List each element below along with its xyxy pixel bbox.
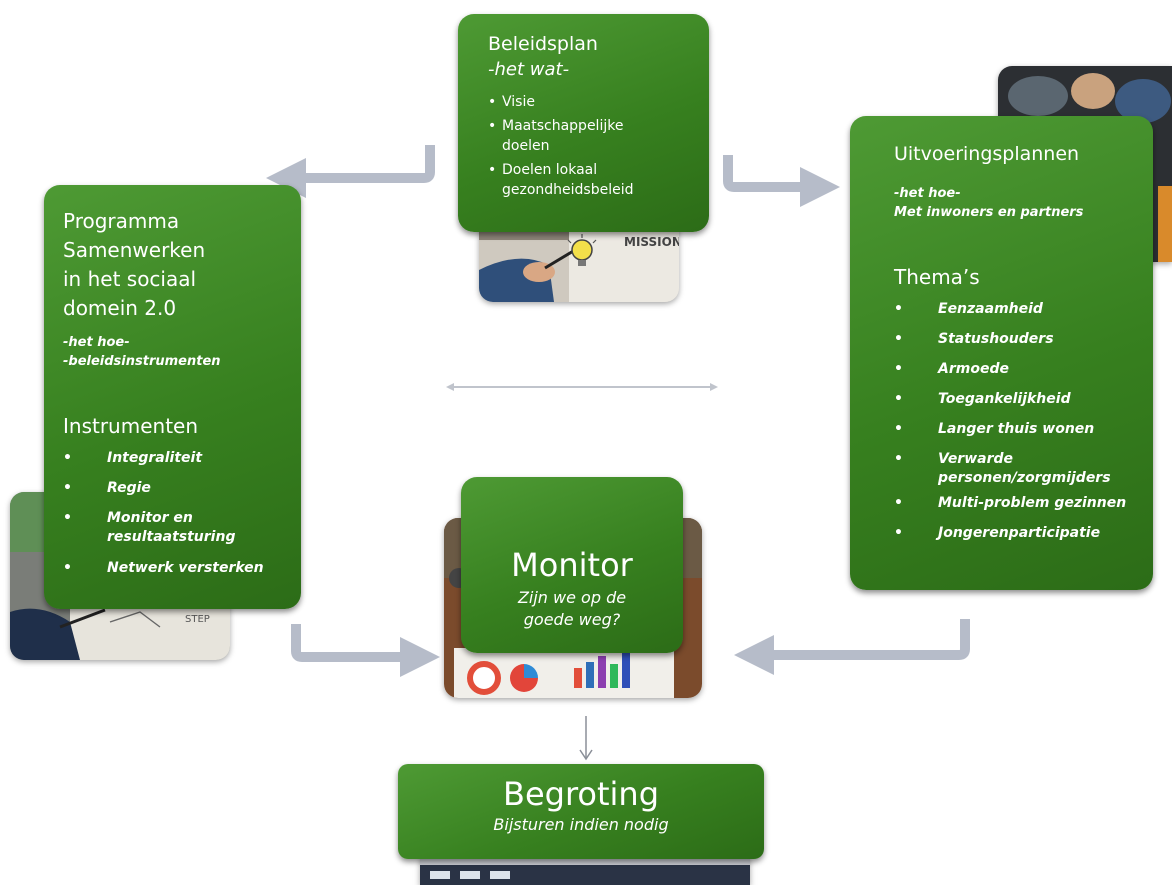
programma-title-line: Samenwerken [63,238,206,262]
list-item: •Visie [488,94,535,110]
instrumenten-heading: Instrumenten [63,414,199,438]
monitor-title: Monitor [511,546,633,584]
begroting-title: Begroting [502,775,659,813]
thema-label: Eenzaamheid [938,301,1043,317]
beleidsplan-item-label: Visie [502,94,535,110]
uitvoering-sub-line: Met inwoners en partners [894,205,1084,220]
thema-label: Statushouders [938,331,1054,347]
themas-list: •Eenzaamheid •Statushouders •Armoede •To… [894,300,1145,554]
monitor-subtitle: Zijn we op de goede weg? [461,587,683,631]
list-item: •Armoede [894,361,1009,377]
arrow-monitor-to-begroting-head [579,749,593,761]
instrument-label: Monitor en resultaatsturing [107,510,236,545]
list-item: •Doelen lokaal gezondheidsbeleid [488,162,634,198]
programma-subtitle: -het hoe- -beleidsinstrumenten [63,333,289,371]
instrument-label: Regie [107,480,151,496]
list-item: •Integraliteit [63,450,203,466]
monitor-box: Monitor Zijn we op de goede weg? [461,477,683,653]
beleidsplan-item-label: Maatschappelijke doelen [502,118,624,154]
thema-label: Verwarde personen/zorgmijders [938,451,1111,486]
begroting-photo [420,855,750,885]
programma-sub-line: -het hoe- [63,335,130,350]
programma-title-line: Programma [63,209,180,233]
uitvoering-box: Uitvoeringsplannen -het hoe- Met inwoner… [850,116,1153,590]
uitvoering-title: Uitvoeringsplannen [894,143,1080,165]
beleidsplan-box: Beleidsplan -het wat- •Visie •Maatschapp… [458,14,709,232]
thema-label: Armoede [938,361,1009,377]
monitor-sub-line: goede weg? [523,610,621,629]
list-item: •Langer thuis wonen [894,421,1095,437]
step-photo-text: STEP [185,614,210,625]
arrow-beleid-to-programma [266,145,435,198]
list-item: •Statushouders [894,331,1054,347]
instrument-label: Netwerk versterken [107,560,264,576]
programma-box: Programma Samenwerken in het sociaal dom… [44,185,301,609]
instrumenten-list: •Integraliteit •Regie •Monitor en result… [63,449,289,578]
list-item: •Jongerenparticipatie [894,525,1101,541]
thema-label: Multi-problem gezinnen [938,495,1127,511]
begroting-box: Begroting Bijsturen indien nodig [398,764,764,859]
list-item: •Eenzaamheid [894,301,1043,317]
uitvoering-subtitle: -het hoe- Met inwoners en partners [894,184,1145,222]
uitvoering-sub-line: -het hoe- [894,186,961,201]
programma-title: Programma Samenwerken in het sociaal dom… [63,207,289,323]
list-item: •Maatschappelijke doelen [488,118,624,154]
programma-title-line: in het sociaal [63,267,197,291]
list-item: •Regie [63,480,151,496]
list-item: •Monitor en resultaatsturing [63,510,236,545]
list-item: •Toegankelijkheid [894,391,1071,407]
calculator-image [420,855,750,885]
mission-photo-text: MISSION [624,235,679,249]
themas-heading: Thema’s [894,265,980,289]
instrument-label: Integraliteit [107,450,203,466]
beleidsplan-subtitle: -het wat- [488,59,570,80]
programma-title-line: domein 2.0 [63,296,177,320]
list-item: •Multi-problem gezinnen [894,495,1127,511]
monitor-sub-line: Zijn we op de [517,588,627,607]
begroting-subtitle: Bijsturen indien nodig [493,815,669,834]
programma-sub-line: -beleidsinstrumenten [63,354,221,369]
beleidsplan-list: •Visie •Maatschappelijke doelen •Doelen … [488,92,697,200]
list-item: •Netwerk versterken [63,560,264,576]
beleidsplan-item-label: Doelen lokaal gezondheidsbeleid [502,162,634,198]
list-item: •Verwarde personen/zorgmijders [894,451,1111,486]
arrow-uitvoering-to-monitor [734,619,970,675]
beleidsplan-title: Beleidsplan [488,33,598,55]
thema-label: Jongerenparticipatie [938,525,1101,541]
thema-label: Toegankelijkheid [938,391,1071,407]
arrow-programma-to-monitor [291,624,440,677]
thema-label: Langer thuis wonen [938,421,1095,437]
arrow-beleid-to-uitvoering [723,155,840,207]
